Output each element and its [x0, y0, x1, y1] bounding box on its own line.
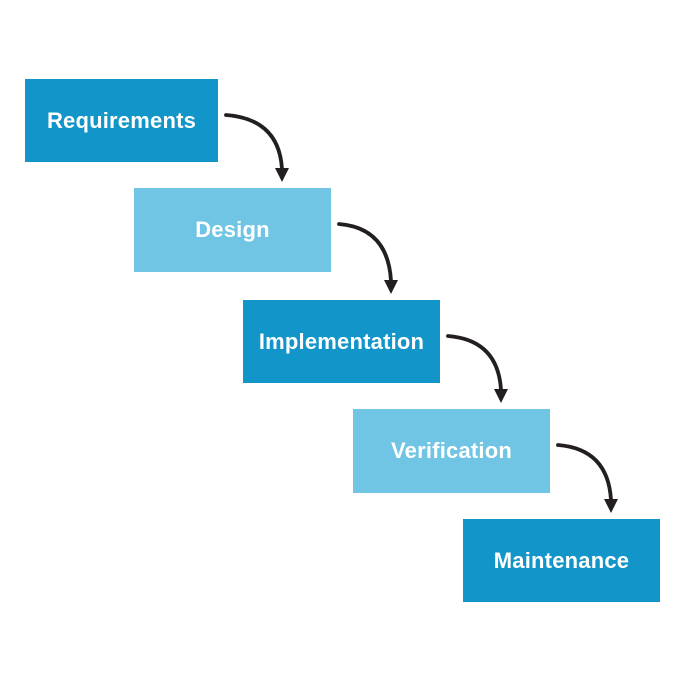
stage-label: Design: [195, 217, 270, 242]
stage-box-maintenance: Maintenance: [463, 519, 660, 602]
flow-arrowhead-icon: [494, 389, 508, 403]
stage-box-requirements: Requirements: [25, 79, 218, 162]
stage-box-verification: Verification: [353, 409, 550, 493]
stage-label: Maintenance: [493, 547, 630, 573]
flow-arrow-curve: [337, 222, 393, 283]
flow-arrowhead-icon: [384, 280, 398, 294]
flow-arrowhead-icon: [275, 168, 289, 182]
stage-box-implementation: Implementation: [243, 300, 440, 383]
flow-arrow-curve: [556, 443, 613, 502]
flow-arrow-curve: [446, 334, 503, 392]
flow-arrow-curve: [224, 113, 284, 171]
stage-box-design: Design: [134, 188, 331, 272]
flow-arrowhead-icon: [604, 499, 618, 513]
stage-label: Verification: [391, 438, 512, 463]
stage-label: Requirements: [46, 107, 197, 133]
stage-label: Implementation: [258, 328, 425, 354]
